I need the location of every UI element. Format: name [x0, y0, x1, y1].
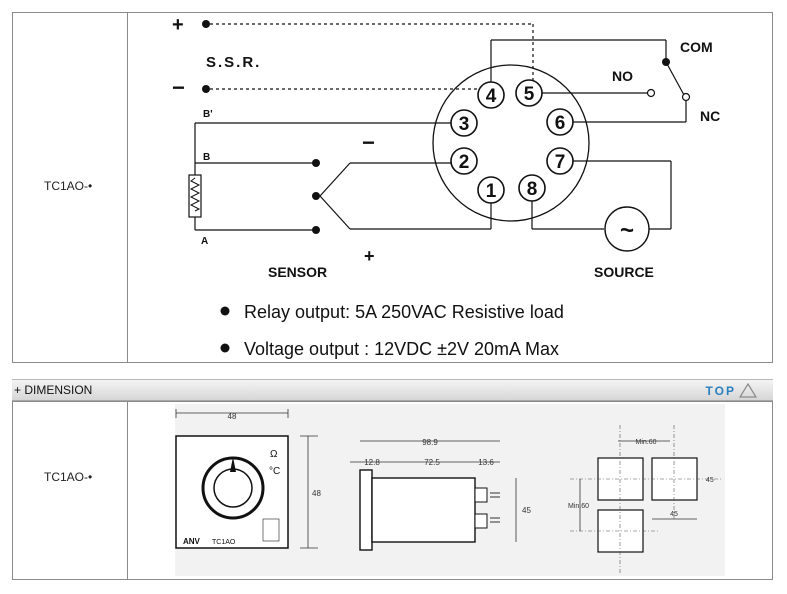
svg-text:1: 1: [486, 181, 497, 202]
nc-label: NC: [700, 108, 720, 124]
front-brand: ANV: [183, 537, 201, 546]
dimension-model-label: TC1AO-•: [44, 470, 93, 484]
wiring-diagram: + S.S.R. − 4 5 3 6 2 7 1 8 COM NO NC B' …: [172, 14, 720, 359]
pin-6: 6: [546, 108, 574, 136]
pin-2: 2: [450, 147, 478, 175]
dimension-table: [12, 401, 773, 580]
top-link-label: TOP: [705, 383, 736, 398]
side-view: 98.9 12.8 72.5 13.6 45: [350, 438, 531, 551]
nc-terminal: [681, 92, 691, 102]
pin-5: 5: [515, 79, 543, 107]
ssr-plus-sign: +: [172, 14, 184, 36]
front-model: TC1AO: [212, 539, 236, 546]
front-view: 48 ANV TC1AO °C Ω 48: [175, 409, 321, 549]
b-prime-label: B': [203, 109, 213, 120]
tc-plus-sign: +: [364, 246, 375, 266]
svg-text:6: 6: [555, 113, 566, 134]
no-terminal: [646, 88, 656, 98]
wiring-model-label: TC1AO-•: [44, 179, 93, 193]
sensor-label: SENSOR: [268, 264, 327, 280]
a-label: A: [201, 236, 208, 247]
bullet-voltage-output: Voltage output : 12VDC ±2V 20mA Max: [244, 339, 559, 359]
ssr-plus-terminal: [202, 20, 210, 28]
wiring-table-divider: [127, 12, 128, 363]
bullet-relay-output: Relay output: 5A 250VAC Resistive load: [244, 302, 564, 322]
svg-text:2: 2: [459, 152, 470, 173]
front-height-dim: 48: [312, 489, 321, 498]
pin-1: 1: [477, 176, 505, 204]
svg-text:7: 7: [555, 152, 566, 173]
svg-text:~: ~: [620, 217, 634, 244]
dimension-drawing: 48 ANV TC1AO °C Ω 48 98.9 12.8 72.5 13.6…: [175, 404, 725, 576]
tc-minus-sign: −: [362, 130, 375, 155]
svg-text:3: 3: [459, 114, 470, 135]
side-front-dim: 12.8: [364, 458, 380, 467]
pin-4: 4: [477, 81, 505, 109]
com-label: COM: [680, 39, 713, 55]
top-link[interactable]: TOP: [706, 383, 757, 398]
panel-cutout: Min.60 Min.60 45 45: [568, 425, 722, 575]
triangle-up-icon: [739, 383, 757, 398]
source-label: SOURCE: [594, 264, 654, 280]
pin-3: 3: [450, 109, 478, 137]
side-body-dim: 72.5: [424, 458, 440, 467]
ssr-label: S.S.R.: [206, 54, 261, 71]
section-title: + DIMENSION: [14, 383, 93, 397]
dimension-table-divider: [127, 401, 128, 580]
panel-cut-h: 45: [670, 511, 678, 518]
panel-cut-v: 45: [706, 477, 714, 484]
svg-text:8: 8: [527, 179, 538, 200]
b-label: B: [203, 152, 210, 163]
dimension-section-bar: + DIMENSION TOP: [12, 379, 773, 401]
front-width-dim: 48: [228, 412, 237, 421]
side-rear-dim: 13.6: [478, 458, 494, 467]
pin-7: 7: [546, 147, 574, 175]
panel-min-v: Min.60: [568, 503, 589, 510]
no-label: NO: [612, 68, 633, 84]
pin-8: 8: [518, 174, 546, 202]
front-unit-c: °C: [269, 466, 280, 477]
wiring-table: [12, 12, 773, 363]
svg-text:4: 4: [486, 86, 497, 107]
socket-outline: [432, 64, 590, 222]
svg-text:5: 5: [524, 84, 535, 105]
side-overall-dim: 98.9: [422, 438, 438, 447]
front-knob-label: Ω: [270, 449, 278, 460]
ssr-minus-terminal: [202, 85, 210, 93]
panel-min-h: Min.60: [635, 439, 656, 446]
side-height-dim: 45: [522, 506, 531, 515]
ssr-minus-sign: −: [172, 75, 185, 100]
